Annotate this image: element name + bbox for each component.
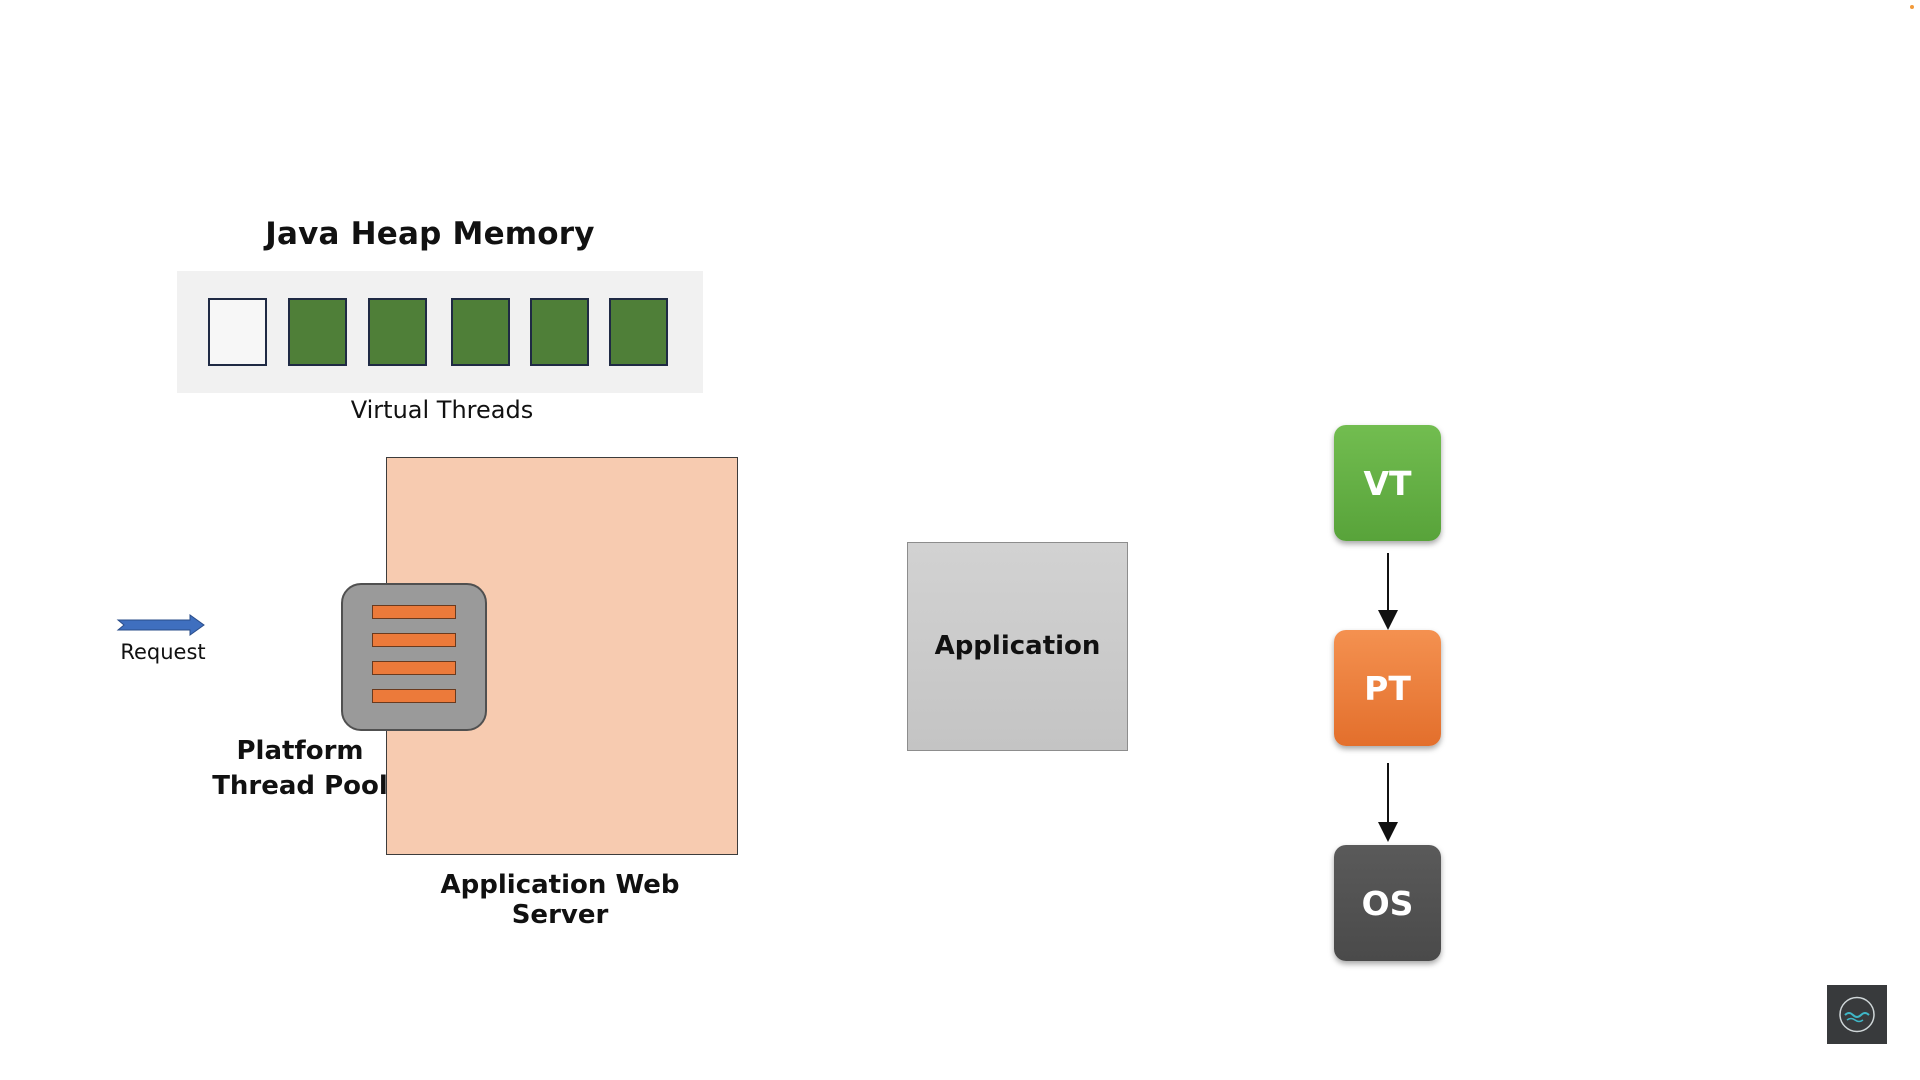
thread-slot-used <box>451 298 510 366</box>
decorative-dot <box>1910 5 1914 9</box>
pool-thread-bar <box>372 605 456 619</box>
operating-system-tile: OS <box>1334 845 1441 961</box>
thread-slot-used <box>368 298 427 366</box>
application-web-server-label: Application Web Server <box>440 870 680 930</box>
application-label: Application <box>934 631 1101 661</box>
thread-slot-used <box>609 298 668 366</box>
request-arrow-icon <box>116 614 205 636</box>
request-label: Request <box>120 640 206 664</box>
logo-icon <box>1839 996 1875 1033</box>
application-box: Application <box>907 542 1128 751</box>
platform-thread-tile: PT <box>1334 630 1441 746</box>
pool-thread-bar <box>372 661 456 675</box>
channel-logo <box>1827 985 1887 1044</box>
virtual-threads-label: Virtual Threads <box>350 396 534 424</box>
virtual-thread-tile: VT <box>1334 425 1441 541</box>
thread-slot-used <box>530 298 589 366</box>
heap-memory-panel <box>177 271 703 393</box>
thread-slot-empty <box>208 298 267 366</box>
pool-thread-bar <box>372 633 456 647</box>
platform-thread-pool <box>341 583 487 731</box>
platform-thread-pool-label: Platform Thread Pool <box>212 736 388 801</box>
thread-slot-used <box>288 298 347 366</box>
pool-thread-bar <box>372 689 456 703</box>
heap-title: Java Heap Memory <box>265 216 595 252</box>
